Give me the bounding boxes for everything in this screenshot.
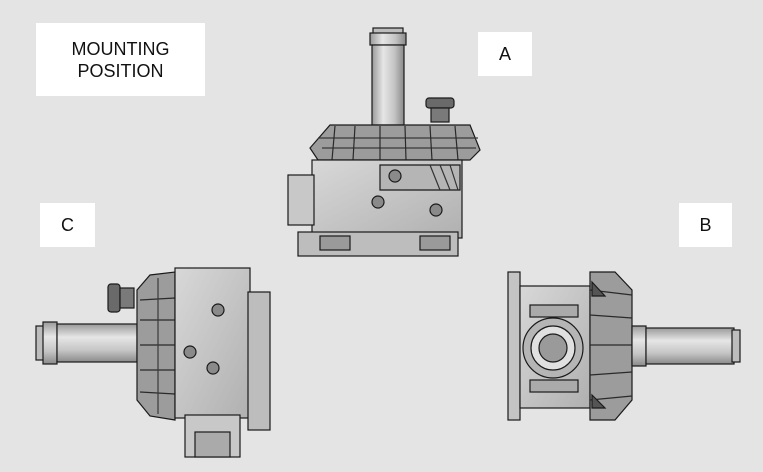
regulator-position-c xyxy=(35,267,271,458)
position-label-b: B xyxy=(679,203,732,247)
position-label-a: A xyxy=(478,32,532,76)
regulator-position-b xyxy=(507,271,741,421)
mounting-position-title: MOUNTING POSITION xyxy=(36,23,205,96)
position-b-text: B xyxy=(699,214,712,235)
regulator-position-a xyxy=(287,27,481,257)
title-line-2: POSITION xyxy=(77,60,164,81)
position-label-c: C xyxy=(40,203,95,247)
position-c-text: C xyxy=(61,214,74,235)
title-line-1: MOUNTING xyxy=(71,38,170,59)
position-a-text: A xyxy=(498,43,511,64)
